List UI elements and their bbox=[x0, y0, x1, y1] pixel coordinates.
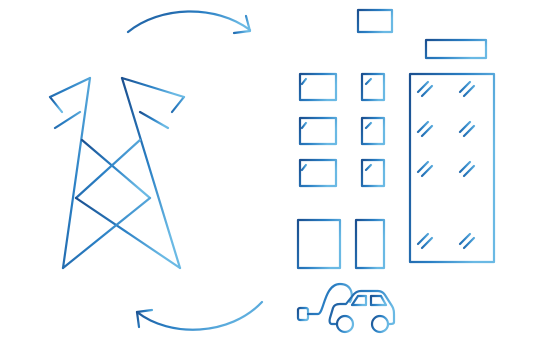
arrow-left-icon bbox=[137, 302, 262, 330]
electric-car-icon bbox=[330, 291, 394, 332]
plug-icon bbox=[292, 284, 352, 320]
glass-building-icon bbox=[402, 66, 502, 268]
transmission-tower-icon bbox=[50, 78, 184, 268]
solar-panel-icon bbox=[358, 10, 392, 38]
office-building-icon bbox=[282, 44, 402, 268]
solar-panel-icon bbox=[426, 40, 486, 66]
arrow-right-icon bbox=[128, 11, 250, 33]
